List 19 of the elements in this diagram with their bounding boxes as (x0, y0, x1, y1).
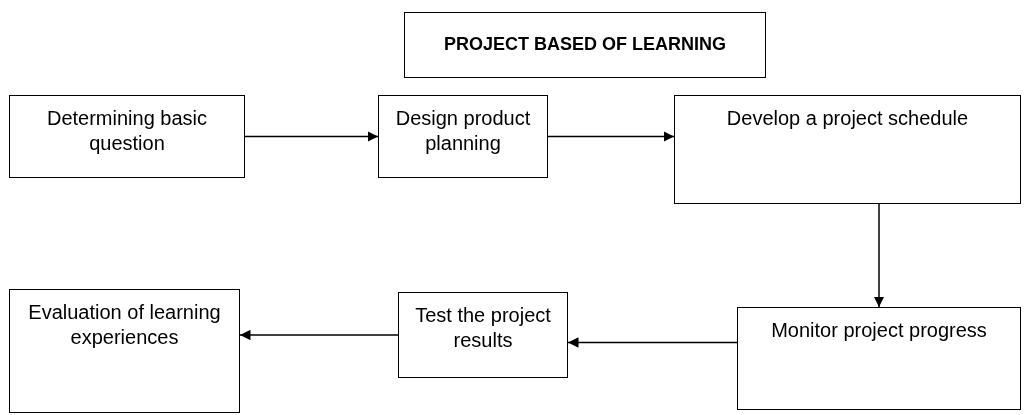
box-text: PROJECT BASED OF LEARNING (443, 33, 727, 56)
arrow (567, 337, 738, 348)
box-text: Evaluation of learning experiences (27, 300, 222, 350)
box-text: Monitor project progress (770, 318, 988, 343)
process-box (398, 292, 568, 378)
process-box (674, 95, 1021, 204)
arrow (873, 203, 885, 308)
arrow (239, 329, 399, 341)
box-text: Test the project results (414, 303, 552, 353)
process-box (737, 307, 1021, 410)
arrow (547, 131, 675, 142)
box-text: Design product planning (394, 106, 532, 156)
process-box (9, 289, 240, 413)
process-box (9, 95, 245, 178)
process-box (378, 95, 548, 178)
title-box (404, 12, 766, 78)
box-text: Determining basic question (45, 106, 209, 156)
box-text: Develop a project schedule (725, 106, 970, 131)
arrow (244, 131, 379, 142)
